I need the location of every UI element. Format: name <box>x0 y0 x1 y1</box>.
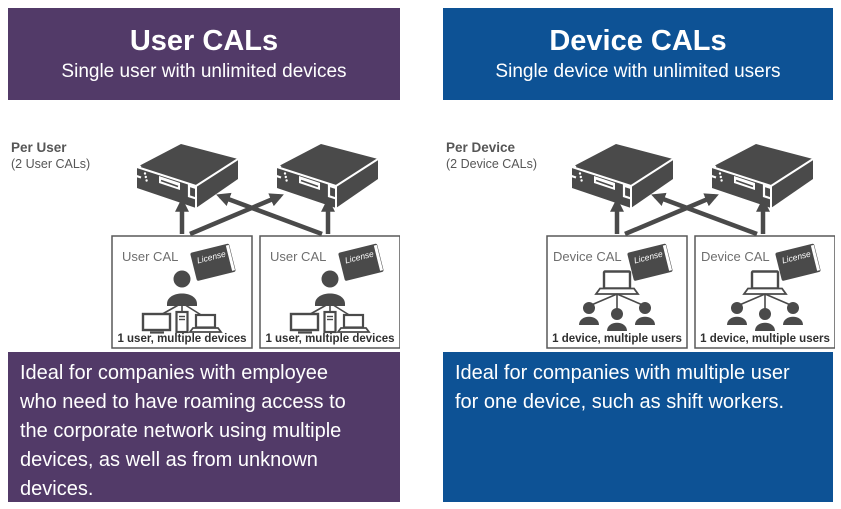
device-cal-caption: 1 device, multiple users <box>700 333 830 345</box>
user-cal-count-label: (2 User CALs) <box>11 157 90 171</box>
description-line: who need to have roaming access to <box>20 391 346 413</box>
device-cals-header: Device CALs Single device with unlimited… <box>443 8 833 100</box>
per-device-label: Per Device <box>446 140 516 155</box>
per-user-label: Per User <box>11 140 67 155</box>
user-cals-header: User CALs Single user with unlimited dev… <box>8 8 400 100</box>
description-line: for one device, such as shift workers. <box>455 391 785 413</box>
device-cal-caption: 1 device, multiple users <box>552 333 682 345</box>
arrow-box2-to-server1 <box>216 192 323 237</box>
description-line: devices. <box>20 478 94 500</box>
user-cal-diagram: Per User (2 User CALs) User CAL 1 user, … <box>11 140 400 349</box>
user-cal-label: User CAL <box>122 249 178 264</box>
device-cal-diagram: Per Device (2 Device CALs) Device CAL 1 … <box>446 140 835 349</box>
description-line: devices, as well as from unknown <box>20 449 318 471</box>
user-cal-caption: 1 user, multiple devices <box>265 333 394 345</box>
server-icon <box>707 142 815 210</box>
arrow-box1-to-server2 <box>189 193 284 237</box>
arrow-box2-to-server1 <box>651 192 758 237</box>
server-icon <box>272 142 380 210</box>
description-line: Ideal for companies with multiple user <box>455 362 790 384</box>
device-cals-subtitle: Single device with unlimited users <box>495 60 781 82</box>
user-cals-description: Ideal for companies with employee who ne… <box>8 352 400 502</box>
device-cal-label: Device CAL <box>553 249 622 264</box>
user-cals-subtitle: Single user with unlimited devices <box>61 60 347 82</box>
description-line: the corporate network using multiple <box>20 420 342 442</box>
arrow-box1-to-server2 <box>624 193 719 237</box>
description-line: Ideal for companies with employee <box>20 362 328 384</box>
device-cals-title: Device CALs <box>549 24 727 57</box>
user-cal-label: User CAL <box>270 249 326 264</box>
user-cal-caption: 1 user, multiple devices <box>117 333 246 345</box>
device-cal-label: Device CAL <box>701 249 770 264</box>
device-cal-count-label: (2 Device CALs) <box>446 157 537 171</box>
device-cals-description: Ideal for companies with multiple user f… <box>443 352 833 502</box>
user-cals-title: User CALs <box>129 24 279 57</box>
